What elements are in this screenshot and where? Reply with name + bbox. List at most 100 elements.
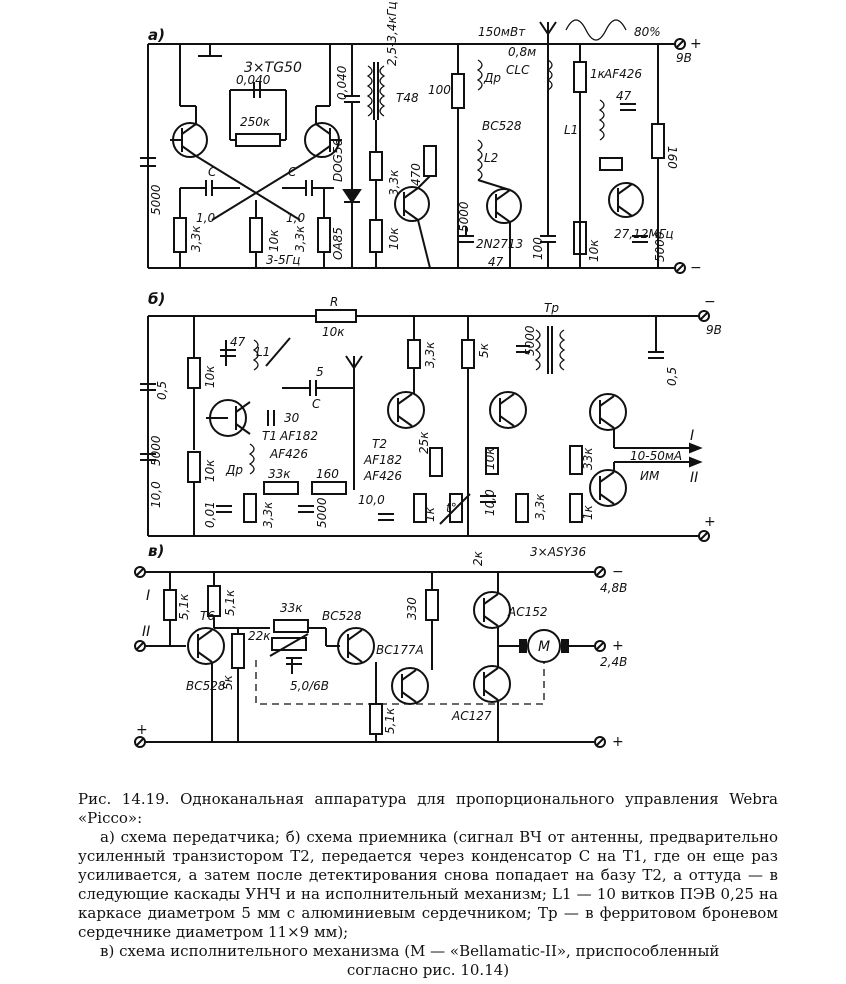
- label-r10k: 10к: [322, 325, 345, 339]
- label-c5000b: 5000: [315, 497, 329, 528]
- label-r33-right: 3,3к: [387, 169, 401, 196]
- label-minus-a: −: [690, 260, 702, 276]
- label-r33-left: 3,3к: [189, 225, 203, 252]
- label-af426a: AF426: [269, 447, 308, 461]
- label-transistors: 3×TG50: [244, 60, 302, 76]
- label-r160: 160: [665, 146, 679, 169]
- label-c5: 5: [316, 365, 324, 379]
- label-ac127: AC127: [451, 709, 492, 723]
- label-r33k: 33к: [280, 601, 303, 615]
- label-coil-freq: 2,5-3,4кГц: [385, 1, 399, 66]
- label-r10k-b: 10к: [587, 239, 601, 262]
- section-a-marker: а): [148, 26, 165, 44]
- label-plus-b: +: [704, 514, 716, 530]
- label-current: 10-50мА: [630, 449, 682, 463]
- schematic-figure: а) 5000 3×TG50 0,040 250к: [134, 1, 722, 750]
- label-t2: Т2: [372, 437, 387, 451]
- label-cv-left: 1,0: [196, 211, 215, 225]
- label-c47b: 47: [616, 89, 632, 103]
- label-c-top: 0,040: [236, 73, 271, 87]
- label-r100: 100: [428, 83, 451, 97]
- caption-title: Рис. 14.19. Одноканальная аппаратура для…: [78, 790, 778, 827]
- label-r33k-c: 3,3к: [423, 341, 437, 368]
- label-trans: 3×ASY36: [530, 545, 586, 559]
- label-c50: 5,0/6В: [290, 679, 329, 693]
- label-r10k-c: 10к: [483, 447, 497, 470]
- label-r33k: 33к: [268, 467, 291, 481]
- label-r5k: 5к: [477, 342, 491, 358]
- label-af182a: AF182: [279, 429, 318, 443]
- label-out2: II: [690, 470, 698, 486]
- label-tp: Тр: [544, 301, 559, 315]
- label-r51-a: 5,1к: [177, 593, 191, 620]
- figure-caption: Рис. 14.19. Одноканальная аппаратура для…: [78, 790, 778, 980]
- schematic-a-transmitter: а) 5000 3×TG50 0,040 250к: [140, 1, 702, 276]
- label-c: C: [312, 397, 321, 411]
- label-r33k-e: 33к: [581, 447, 595, 470]
- label-af426: AF426: [603, 67, 642, 81]
- label-l2: L2: [484, 151, 498, 165]
- label-diode2: OA85: [331, 227, 345, 260]
- label-l1: L1: [564, 123, 578, 137]
- label-r33-mid: 3,3к: [293, 225, 307, 252]
- caption-part-c-end: согласно рис. 10.14): [346, 961, 510, 979]
- label-im: ИМ: [640, 469, 660, 483]
- label-ac152: AC152: [507, 605, 548, 619]
- caption-body: а) схема передатчика; б) схема приемника…: [78, 828, 778, 941]
- label-minus-c: −: [612, 564, 624, 580]
- label-cv-right: 1,0: [286, 211, 305, 225]
- label-r160: 160: [316, 467, 339, 481]
- label-out1: I: [690, 428, 694, 444]
- label-r10k-a: 10к: [203, 365, 217, 388]
- label-r51-b: 5,1к: [223, 589, 237, 616]
- label-in1: I: [146, 588, 150, 604]
- label-r2k: 2к: [471, 550, 485, 566]
- label-plus-c3: +: [612, 734, 624, 750]
- label-c0040: 0,040: [335, 65, 349, 100]
- caption-part-c: в) схема исполнительного механизма (M — …: [100, 942, 720, 960]
- label-v24: 2,4В: [600, 655, 627, 669]
- label-r: R: [330, 295, 338, 309]
- label-c10b: 10,0: [358, 493, 385, 507]
- label-t1: Т1: [262, 429, 277, 443]
- label-c05b: 0,5: [665, 367, 679, 386]
- label-bc528a: BC528: [186, 679, 226, 693]
- label-c-left: C: [208, 165, 217, 179]
- label-r1k-b: 1к: [581, 504, 595, 520]
- schematic-b-receiver: б) R 10к 0,5 5000 10,0 47 L1 5 C 30 Т1 A…: [140, 290, 722, 566]
- label-r1k: 1к: [423, 506, 437, 522]
- label-ant-len: 0,8м: [508, 45, 536, 59]
- label-af182b: AF182: [363, 453, 402, 467]
- label-c10c: 10,0: [483, 489, 497, 516]
- label-c05: 0,5: [155, 381, 169, 400]
- label-plus-a: +: [690, 36, 702, 52]
- label-c5000c: 5000: [523, 325, 537, 356]
- label-bc528: BC528: [482, 119, 522, 133]
- label-c5000: 5000: [149, 435, 163, 466]
- section-b-marker: б): [148, 290, 165, 308]
- label-l1: L1: [256, 345, 270, 359]
- label-r1k: 1к: [590, 67, 606, 81]
- label-c5000c: 5000: [653, 231, 667, 262]
- label-plus-c2: +: [612, 638, 624, 654]
- label-dr: Др: [225, 463, 243, 477]
- label-motor: M: [538, 639, 550, 655]
- label-clc: CLC: [506, 63, 530, 77]
- label-minus-b: −: [704, 294, 716, 310]
- label-r330: 330: [405, 597, 419, 620]
- label-dr: Др: [483, 71, 501, 85]
- label-t-deg: t°: [446, 501, 457, 515]
- label-percent: 80%: [634, 25, 661, 39]
- label-c-right: C: [288, 165, 297, 179]
- label-c100: 100: [531, 237, 545, 260]
- label-c001: 0,01: [203, 501, 217, 528]
- label-bc528b: BC528: [322, 609, 362, 623]
- label-r33k-b: 3,3к: [261, 501, 275, 528]
- label-bc177a: BC177A: [376, 643, 424, 657]
- label-t48: Т48: [396, 91, 419, 105]
- label-r10k-right: 10к: [387, 227, 401, 250]
- label-t6: Т6: [200, 609, 215, 623]
- label-r25k: 25к: [417, 431, 431, 454]
- label-plus-c1: +: [136, 722, 148, 738]
- label-c5000b: 5000: [457, 201, 471, 232]
